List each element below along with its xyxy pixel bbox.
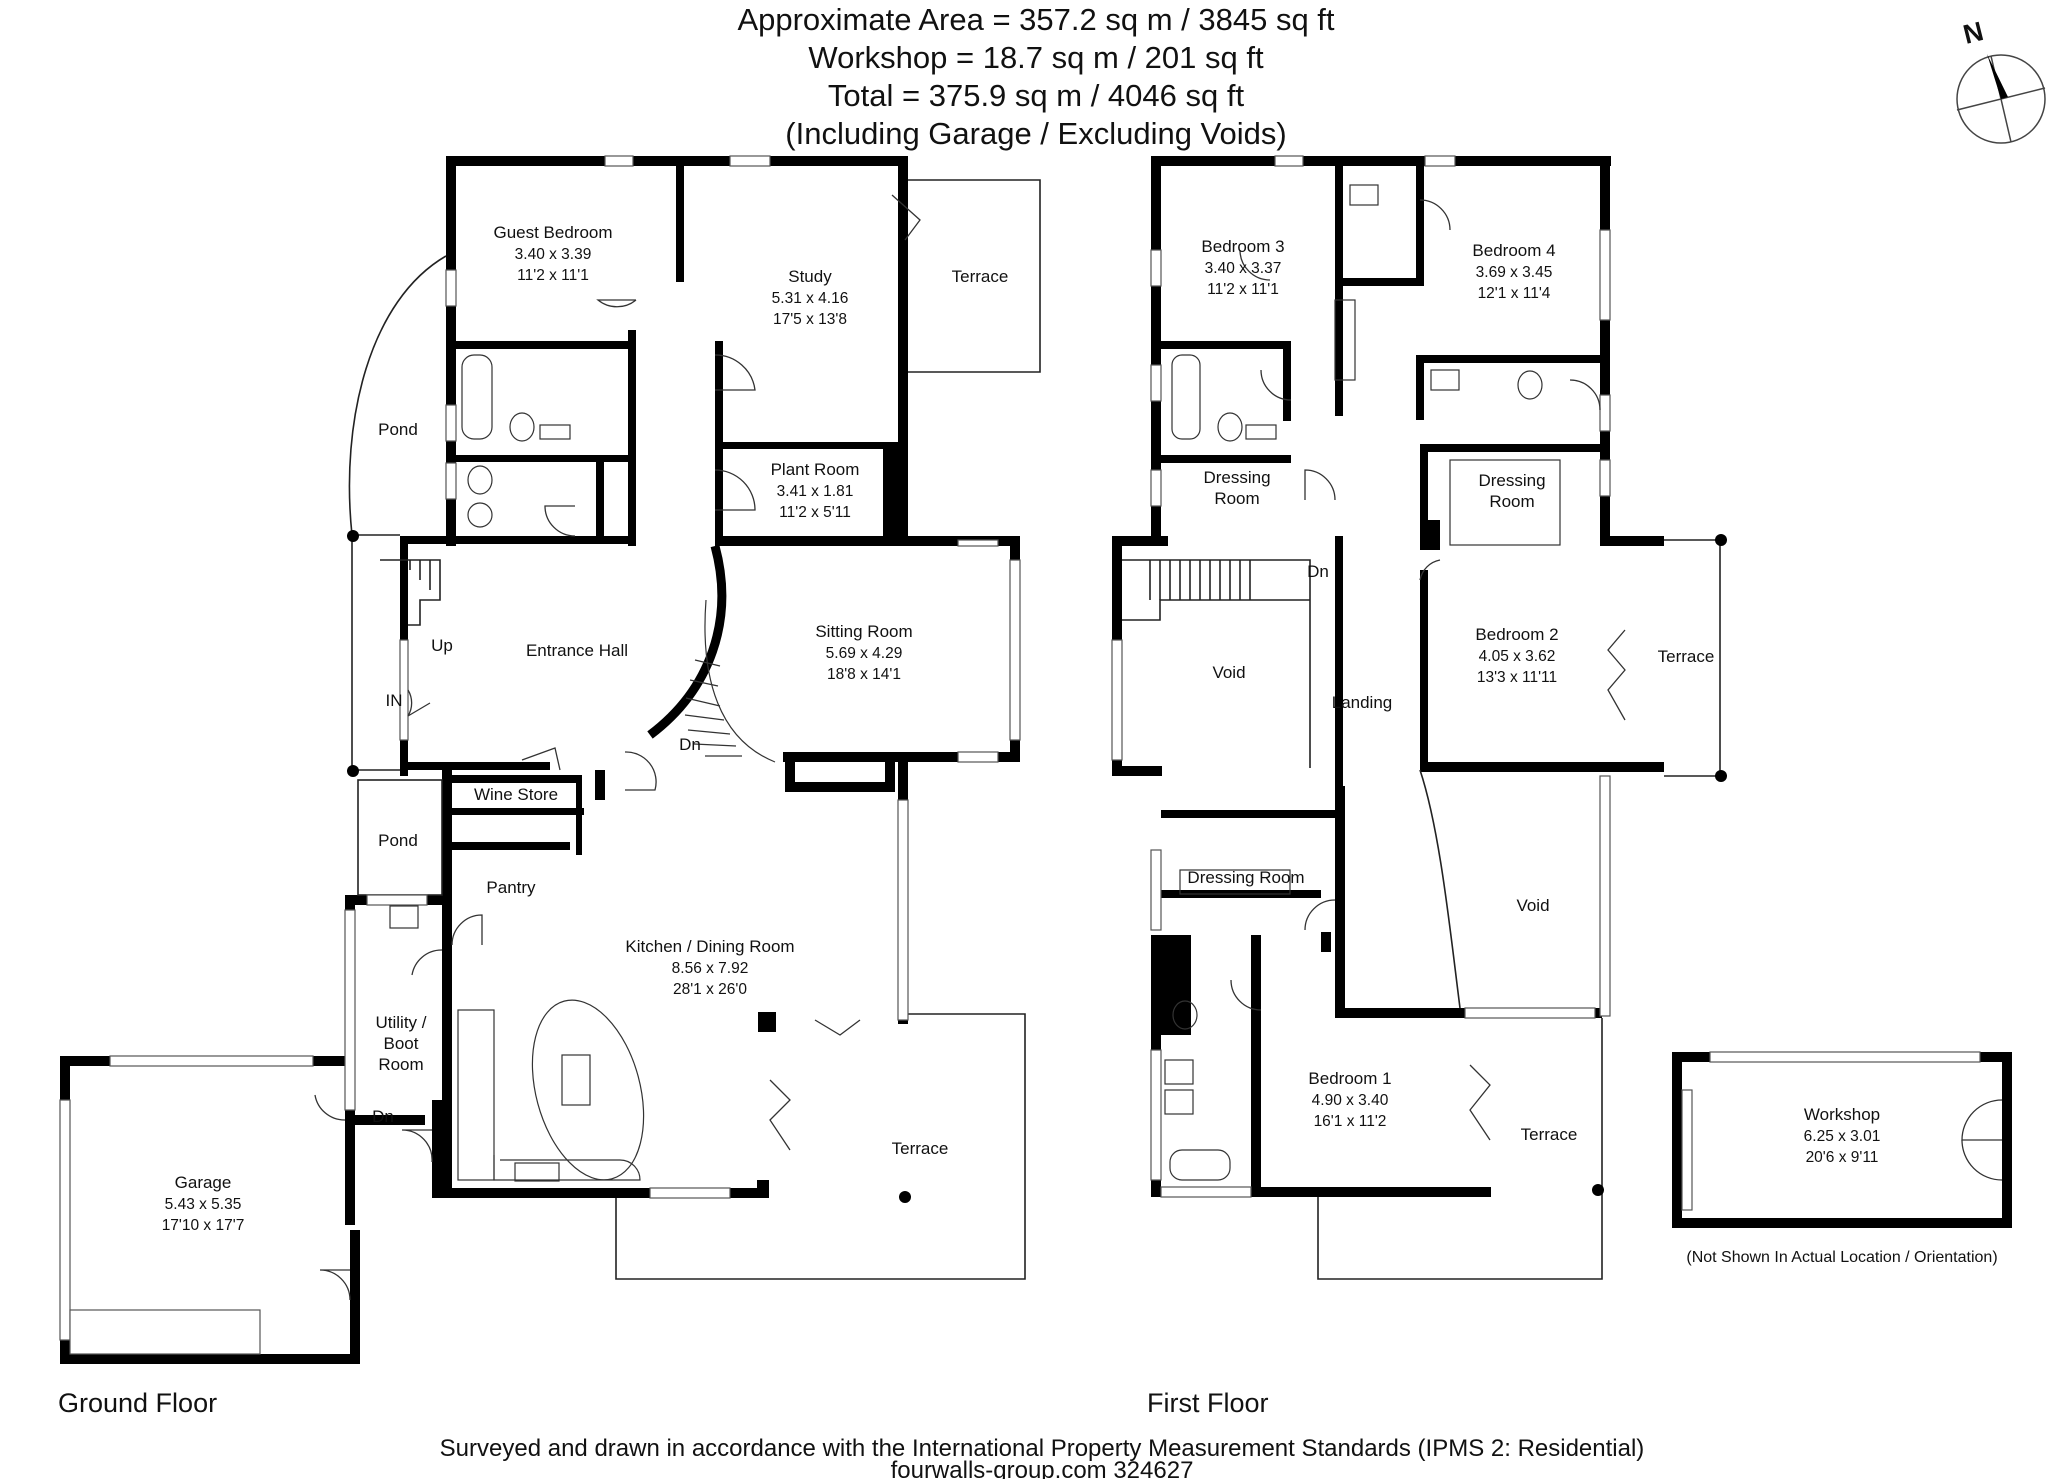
study-imperial: 17'5 x 13'8	[773, 311, 847, 328]
guest-bedroom-imperial: 11'2 x 11'1	[517, 267, 589, 284]
pond-boundary	[348, 255, 447, 536]
garage-metric: 5.43 x 5.35	[165, 1196, 242, 1213]
area-line-2: Workshop = 18.7 sq m / 201 sq ft	[808, 40, 1264, 75]
kitchen-metric: 8.56 x 7.92	[672, 960, 749, 977]
pond-bottom-label: Pond	[378, 831, 418, 850]
void-right-label: Void	[1516, 896, 1549, 915]
bedroom1-terrace-label: Terrace	[1521, 1125, 1578, 1144]
bedroom2-metric: 4.05 x 3.62	[1479, 648, 1556, 665]
bedroom2-terrace-label: Terrace	[1658, 647, 1715, 666]
pantry-label: Pantry	[486, 878, 536, 897]
bedroom4-name: Bedroom 4	[1472, 241, 1555, 260]
study-terrace-outline	[908, 179, 1041, 373]
stairs-down-label: Dn	[679, 735, 701, 754]
bedroom2-name: Bedroom 2	[1475, 625, 1558, 644]
workshop-plan: Workshop 6.25 x 3.01 20'6 x 9'11 (Not Sh…	[1672, 1051, 2012, 1266]
workshop-note: (Not Shown In Actual Location / Orientat…	[1686, 1249, 1997, 1266]
footer-standards: Surveyed and drawn in accordance with th…	[440, 1435, 1645, 1462]
dressing-right-line-2: Room	[1489, 492, 1534, 511]
kitchen-terrace-label: Terrace	[892, 1139, 949, 1158]
utility-line-1: Utility /	[376, 1013, 427, 1032]
first-walls	[1112, 156, 1664, 1197]
guest-bedroom-metric: 3.40 x 3.39	[515, 246, 592, 263]
dressing-right-line-1: Dressing	[1478, 471, 1545, 490]
footer: Surveyed and drawn in accordance with th…	[440, 1435, 1645, 1479]
first-fixtures	[1122, 184, 1727, 1280]
ground-fixtures	[314, 194, 921, 1301]
workshop-metric: 6.25 x 3.01	[1804, 1128, 1881, 1145]
ground-labels: Guest Bedroom 3.40 x 3.39 11'2 x 11'1 St…	[162, 223, 1009, 1234]
area-summary: Approximate Area = 357.2 sq m / 3845 sq …	[737, 2, 1334, 151]
dressing-left-line-1: Dressing	[1203, 468, 1270, 487]
kitchen-terrace-outline	[615, 1013, 1026, 1280]
study-metric: 5.31 x 4.16	[772, 290, 849, 307]
entrance-in-label: IN	[386, 691, 403, 710]
ground-windows	[59, 155, 1021, 1355]
bedroom1-metric: 4.90 x 3.40	[1312, 1092, 1389, 1109]
wine-store-label: Wine Store	[474, 785, 558, 804]
sitting-room-metric: 5.69 x 4.29	[826, 645, 903, 662]
first-floor-plan: Bedroom 3 3.40 x 3.37 11'2 x 11'1 Bedroo…	[1111, 155, 1727, 1280]
compass-north-label: N	[1960, 16, 1986, 50]
area-line-3: Total = 375.9 sq m / 4046 sq ft	[828, 78, 1245, 113]
footer-website: fourwalls-group.com 324627	[891, 1457, 1194, 1479]
spiral-stairs	[684, 599, 776, 763]
bedroom3-metric: 3.40 x 3.37	[1205, 260, 1282, 277]
plant-room-name: Plant Room	[771, 460, 860, 479]
area-line-4: (Including Garage / Excluding Voids)	[785, 116, 1286, 151]
kitchen-island	[531, 999, 645, 1181]
sitting-room-name: Sitting Room	[815, 622, 912, 641]
plant-room-metric: 3.41 x 1.81	[777, 483, 854, 500]
guest-bedroom-name: Guest Bedroom	[493, 223, 612, 242]
bedroom3-name: Bedroom 3	[1201, 237, 1284, 256]
workshop-name: Workshop	[1804, 1105, 1880, 1124]
bedroom4-metric: 3.69 x 3.45	[1476, 264, 1553, 281]
dressing-left-line-2: Room	[1214, 489, 1259, 508]
first-floor-title: First Floor	[1147, 1388, 1269, 1418]
bedroom3-imperial: 11'2 x 11'1	[1207, 281, 1279, 298]
study-terrace-label: Terrace	[952, 267, 1009, 286]
garage-name: Garage	[175, 1173, 232, 1192]
dressing-lower-label: Dressing Room	[1187, 868, 1304, 887]
entrance-hall-name: Entrance Hall	[526, 641, 628, 660]
kitchen-imperial: 28'1 x 26'0	[673, 981, 747, 998]
bedroom4-imperial: 12'1 x 11'4	[1478, 285, 1551, 302]
study-name: Study	[788, 267, 832, 286]
first-stairs-dn-label: Dn	[1307, 562, 1329, 581]
bedroom1-imperial: 16'1 x 11'2	[1314, 1113, 1387, 1130]
utility-line-2: Boot	[384, 1034, 419, 1053]
area-line-1: Approximate Area = 357.2 sq m / 3845 sq …	[737, 2, 1334, 37]
ground-floor-title: Ground Floor	[58, 1388, 217, 1418]
garage-imperial: 17'10 x 17'7	[162, 1217, 245, 1234]
bedroom2-imperial: 13'3 x 11'11	[1477, 669, 1557, 686]
sitting-room-imperial: 18'8 x 14'1	[827, 666, 901, 683]
landing-label: Landing	[1332, 693, 1393, 712]
first-labels: Bedroom 3 3.40 x 3.37 11'2 x 11'1 Bedroo…	[1187, 237, 1714, 1144]
ground-floor-plan: Guest Bedroom 3.40 x 3.39 11'2 x 11'1 St…	[59, 155, 1041, 1364]
first-windows	[1111, 155, 1611, 1198]
compass-icon: N	[1956, 16, 2046, 144]
pond-top-label: Pond	[378, 420, 418, 439]
stairs-up-label: Up	[431, 636, 453, 655]
utility-dn-label: Dn	[372, 1107, 394, 1126]
utility-line-3: Room	[378, 1055, 423, 1074]
bedroom1-name: Bedroom 1	[1308, 1069, 1391, 1088]
void-left-label: Void	[1212, 663, 1245, 682]
kitchen-name: Kitchen / Dining Room	[625, 937, 794, 956]
workshop-imperial: 20'6 x 9'11	[1806, 1149, 1879, 1166]
plant-room-imperial: 11'2 x 5'11	[779, 504, 851, 521]
